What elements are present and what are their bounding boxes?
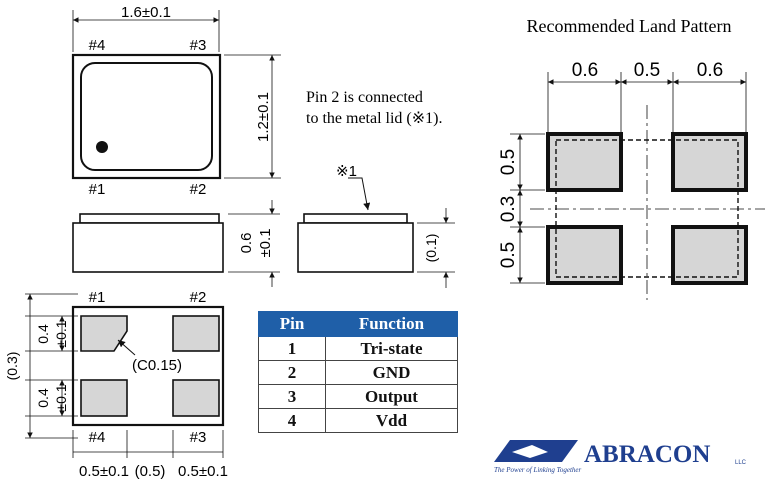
pin-number-cell: 3 [258, 384, 326, 409]
bottom-pin-1-label: #1 [89, 289, 106, 306]
side-view-right [297, 177, 455, 288]
land-pattern-title: Recommended Land Pattern [527, 16, 732, 36]
land-pad-tl [546, 132, 623, 192]
bottom-pad-4 [80, 379, 128, 417]
svg-text:±0.1: ±0.1 [53, 320, 69, 347]
pad4-height-dim: 0.4 ±0.1 [35, 384, 69, 411]
table-row: 3 Output [258, 384, 458, 409]
pin-number-cell: 4 [258, 408, 326, 433]
pin-column-header: Pin [258, 311, 326, 337]
pin-number-cell: 1 [258, 336, 326, 361]
bottom-pad-3 [172, 379, 220, 417]
table-row: 4 Vdd [258, 408, 458, 433]
top-pin-3-label: #3 [190, 37, 207, 54]
pad-width-right-dim: 0.5±0.1 [178, 463, 228, 480]
pin-function-cell: Output [325, 384, 458, 409]
bottom-pin-3-label: #3 [190, 429, 207, 446]
table-row: 1 Tri-state [258, 336, 458, 361]
land-dim-vgap: 0.3 [498, 196, 519, 222]
note-line-1: Pin 2 is connected [306, 89, 423, 106]
svg-text:0.3: 0.3 [498, 196, 519, 222]
pin-function-cell: Vdd [325, 408, 458, 433]
svg-text:(0.1): (0.1) [423, 234, 439, 263]
land-dim-h1: 0.5 [498, 149, 519, 175]
bottom-view [25, 293, 225, 458]
top-height-dim: 1.2±0.1 [255, 92, 272, 142]
pad-gap-dim: (0.3) [4, 352, 20, 381]
svg-text:0.6: 0.6 [238, 233, 255, 254]
bottom-pin-4-label: #4 [89, 429, 106, 446]
top-view [71, 10, 281, 180]
bottom-pin-2-label: #2 [190, 289, 207, 306]
side-base-dim: (0.1) [423, 234, 439, 263]
function-column-header: Function [325, 311, 458, 337]
pin-function-cell: Tri-state [325, 336, 458, 361]
svg-text:1.2±0.1: 1.2±0.1 [255, 92, 272, 142]
land-pad-br [671, 225, 748, 285]
table-row: 2 GND [258, 360, 458, 385]
land-dim-w1: 0.6 [572, 60, 598, 81]
land-pad-bl [546, 225, 623, 285]
land-pad-tr [671, 132, 748, 192]
logo-tagline: The Power of Linking Together [494, 466, 582, 474]
svg-text:±0.1: ±0.1 [53, 384, 69, 411]
pin-function-cell: GND [325, 360, 458, 385]
svg-text:0.4: 0.4 [35, 324, 51, 344]
svg-text:(0.3): (0.3) [4, 352, 20, 381]
land-package-outline [555, 139, 739, 278]
bottom-pad-2 [172, 315, 220, 352]
svg-text:0.5: 0.5 [498, 149, 519, 175]
note-line-2: to the metal lid (※1). [306, 110, 442, 127]
pin-function-table: Pin Function 1 Tri-state 2 GND 3 Output … [258, 311, 458, 433]
chamfer-label: (C0.15) [132, 357, 182, 374]
side-height-dim: 0.6 ±0.1 [238, 228, 274, 257]
logo-name: ABRACON [584, 441, 710, 468]
side-view-left [72, 200, 280, 287]
lid-callout-mark: ※1 [336, 163, 357, 180]
land-dim-h2: 0.5 [498, 242, 519, 268]
svg-text:±0.1: ±0.1 [257, 228, 274, 257]
top-pin-4-label: #4 [89, 37, 106, 54]
land-pattern [510, 72, 765, 300]
pin-number-cell: 2 [258, 360, 326, 385]
pad-width-left-dim: 0.5±0.1 [79, 463, 129, 480]
pin1-marker-icon [96, 141, 108, 153]
top-pin-2-label: #2 [190, 181, 207, 198]
logo-suffix: LLC [735, 460, 747, 466]
land-dim-w2: 0.6 [697, 60, 723, 81]
pad-gap-h-dim: (0.5) [135, 463, 166, 480]
svg-text:0.5: 0.5 [498, 242, 519, 268]
land-dim-gap: 0.5 [634, 60, 660, 81]
top-view-lid [80, 62, 213, 171]
pad1-height-dim: 0.4 ±0.1 [35, 320, 69, 347]
abracon-logo: ABRACON LLC The Power of Linking Togethe… [494, 440, 747, 474]
top-width-dim: 1.6±0.1 [121, 4, 171, 21]
svg-text:0.4: 0.4 [35, 388, 51, 408]
top-pin-1-label: #1 [89, 181, 106, 198]
